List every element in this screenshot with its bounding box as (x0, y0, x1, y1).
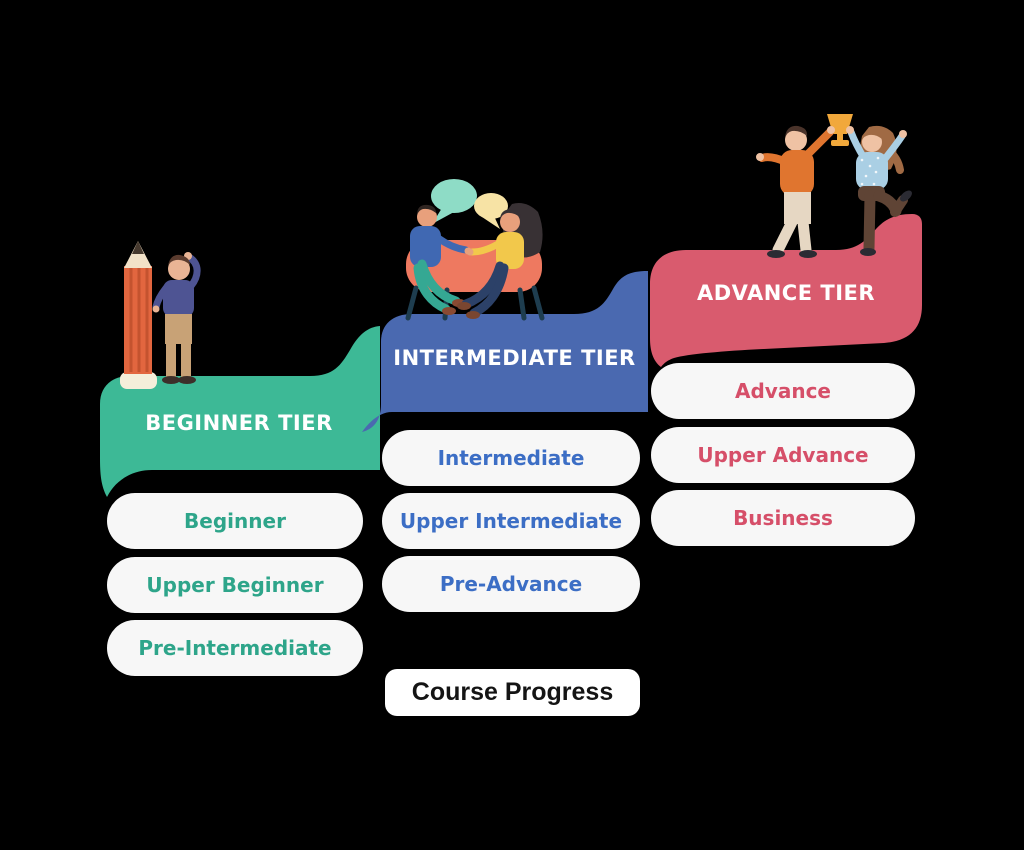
level-pill-upper-beginner: Upper Beginner (107, 557, 363, 613)
course-progress-caption: Course Progress (385, 669, 640, 716)
level-pill-business: Business (651, 490, 915, 546)
thinking-person (152, 252, 201, 384)
giant-pencil-icon (120, 241, 157, 389)
celebration-illustration (756, 114, 912, 258)
tier-title-advance: ADVANCE TIER (696, 281, 876, 305)
level-pill-intermediate: Intermediate (382, 430, 640, 486)
talking-man (410, 204, 472, 315)
pencil-thinker-illustration (120, 241, 201, 389)
tier-title-intermediate: INTERMEDIATE TIER (393, 346, 636, 370)
tier-title-beginner: BEGINNER TIER (145, 411, 333, 435)
speech-bubble-icon (431, 179, 508, 229)
talking-woman (457, 203, 543, 319)
level-pill-pre-advance: Pre-Advance (382, 556, 640, 612)
level-pill-beginner: Beginner (107, 493, 363, 549)
advance-band-shape (650, 214, 922, 367)
level-pill-advance: Advance (651, 363, 915, 419)
celebrating-man (756, 125, 835, 258)
level-pill-pre-intermediate: Pre-Intermediate (107, 620, 363, 676)
beginner-band-shape (100, 326, 380, 497)
level-pill-upper-intermediate: Upper Intermediate (382, 493, 640, 549)
intermediate-band-shape (362, 271, 648, 432)
sofa-conversation-illustration (405, 179, 545, 321)
celebrating-woman (846, 125, 912, 256)
level-pill-upper-advance: Upper Advance (651, 427, 915, 483)
